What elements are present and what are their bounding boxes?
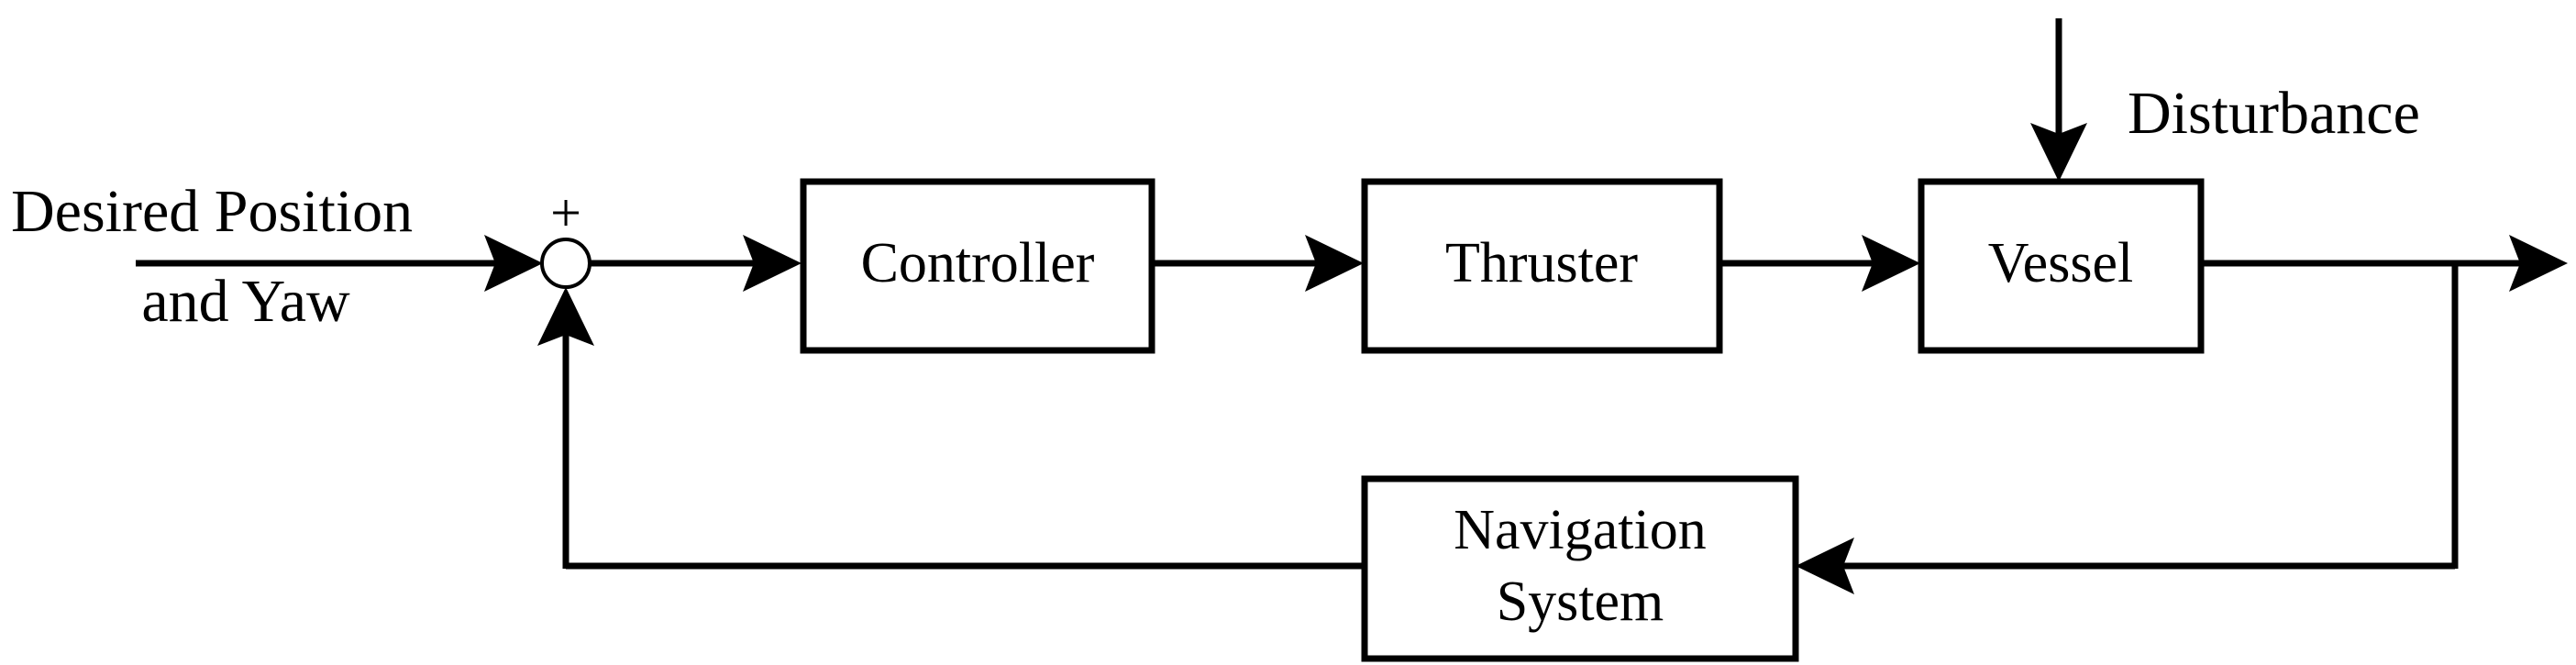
arrowhead-input	[484, 235, 543, 292]
input-label-line1: Desired Position	[11, 178, 413, 245]
input-signal-label: Desired Position and Yaw	[11, 178, 413, 335]
block-navigation-system-label-line2: System	[1497, 571, 1664, 633]
wire-input-to-summing-junction	[136, 235, 543, 292]
summing-junction-plus-sign: +	[550, 183, 581, 243]
arrowhead-navigation-input	[1796, 538, 1854, 594]
wire-thruster-to-vessel	[1719, 235, 1920, 292]
block-thruster[interactable]: Thruster	[1361, 178, 1723, 354]
wire-output-to-navigation-system	[1796, 538, 2455, 594]
block-controller[interactable]: Controller	[800, 178, 1155, 354]
block-navigation-system[interactable]: Navigation System	[1361, 475, 1799, 662]
wire-navigation-system-to-summing-junction	[537, 287, 1365, 570]
wire-summing-junction-to-controller	[590, 235, 802, 292]
summing-junction[interactable]: +	[540, 183, 591, 289]
disturbance-label: Disturbance	[2128, 80, 2420, 147]
arrowhead-vessel-input	[1862, 235, 1920, 292]
block-controller-label: Controller	[861, 232, 1095, 294]
block-thruster-label: Thruster	[1445, 232, 1638, 294]
block-vessel-label: Vessel	[1988, 232, 2133, 294]
arrowhead-thruster-input	[1305, 235, 1364, 292]
block-vessel[interactable]: Vessel	[1918, 178, 2205, 354]
input-label-line2: and Yaw	[141, 268, 350, 335]
arrowhead-controller-input	[743, 235, 802, 292]
wire-controller-to-thruster	[1152, 235, 1364, 292]
arrowhead-summing-junction-feedback	[537, 287, 594, 346]
arrowhead-output	[2509, 235, 2568, 292]
wire-disturbance-to-vessel	[2030, 18, 2087, 182]
block-navigation-system-label-line1: Navigation	[1454, 499, 1707, 561]
wire-vessel-to-output	[2201, 235, 2568, 292]
arrowhead-disturbance	[2030, 123, 2087, 182]
